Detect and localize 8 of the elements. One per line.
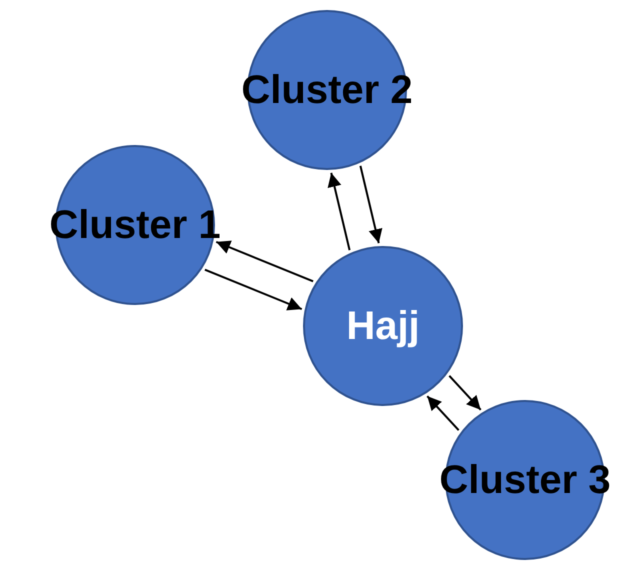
arrow: [359, 166, 382, 244]
arrow: [328, 172, 351, 250]
arrow: [204, 268, 302, 310]
arrow: [216, 240, 314, 282]
arrow: [426, 395, 460, 431]
cluster-circle: [303, 246, 463, 406]
node-label: Hajj: [346, 306, 420, 346]
arrow: [448, 375, 482, 411]
